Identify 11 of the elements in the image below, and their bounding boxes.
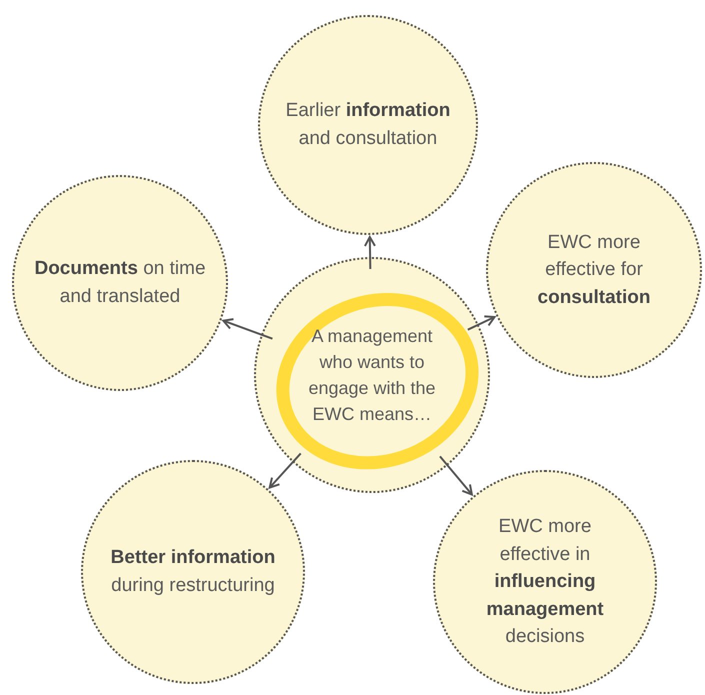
arrow	[222, 318, 273, 340]
arrow	[364, 236, 376, 270]
idea-text: Documents on time and translated	[33, 257, 207, 309]
idea-text: EWC more effective for consultation	[536, 230, 652, 310]
arrow	[467, 315, 496, 331]
arrow	[268, 452, 302, 489]
idea-text: Better information during restructuring	[110, 546, 276, 598]
idea-text: EWC more effective in influencing management decisions	[485, 515, 605, 650]
idea-text: Earlier information and consultation	[284, 99, 452, 151]
idea-text: A management who wants to engage with the EWC means…	[307, 324, 437, 426]
arrow	[439, 456, 473, 496]
